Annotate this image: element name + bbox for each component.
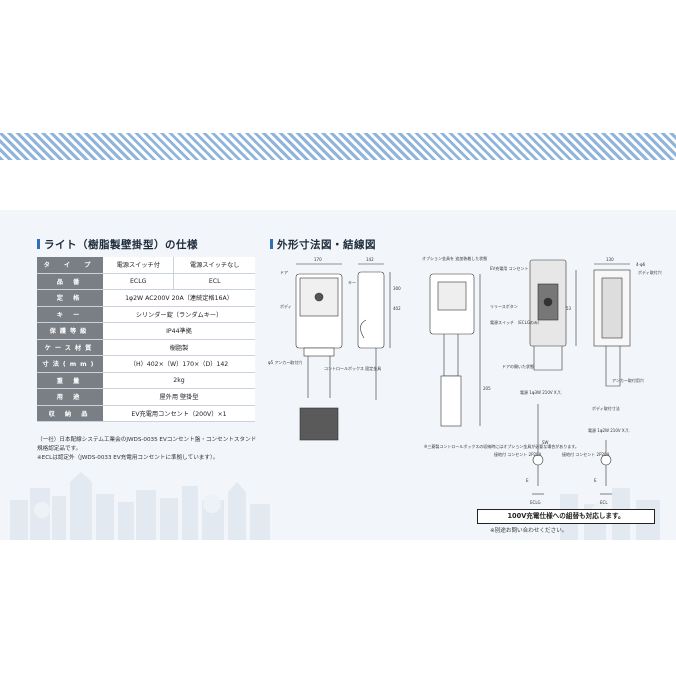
label-release-button: リリースボタン xyxy=(490,303,518,309)
front-cable xyxy=(307,356,331,398)
bottom-view-box xyxy=(299,407,339,441)
row-value: 1φ2W AC200V 20A（連続定格16A） xyxy=(103,289,255,307)
heading-accent-bar xyxy=(270,239,273,249)
row-value: 樹脂製 xyxy=(103,339,255,356)
row-cell: 電源スイッチなし xyxy=(173,257,255,274)
label-130: 130 xyxy=(606,257,614,262)
label-control-box: コントロールボックス 固定金具 xyxy=(324,365,381,371)
row-value: シリンダー錠（ランダムキー） xyxy=(103,306,255,323)
spec-notes: （一社）日本配線システム工業会のJWDS-0035 EVコンセント盤・コンセント… xyxy=(37,436,257,463)
note-line: ※ECLは認定外（JWDS-0033 EV充電用コンセントに準拠しています）。 xyxy=(37,455,219,461)
label-sanko-note: ※三菱製コントロールボックスの収納時にはオプション金具が必要な場合があります。 xyxy=(424,443,579,449)
key-cylinder xyxy=(314,292,324,302)
label-door: ドア xyxy=(280,270,288,275)
row-label: 用 途 xyxy=(37,388,103,406)
row-label: タ イ プ xyxy=(37,257,103,274)
row-label: 保護等級 xyxy=(37,322,103,340)
label-300: 300 xyxy=(393,286,401,291)
label-eclg: ECLG xyxy=(530,500,541,505)
label-body-mount: ボディ取付寸法 xyxy=(592,405,620,411)
table-row: タ イ プ 電源スイッチ付 電源スイッチなし xyxy=(37,257,255,274)
label-205: 205 xyxy=(483,386,491,391)
label-src-left: 電源 1φ3W 210V X,Y, xyxy=(520,389,562,395)
label-sw: SW xyxy=(542,440,549,445)
label-4phi6: 4-φ6 xyxy=(636,262,646,267)
row-cell: ECL xyxy=(173,273,255,290)
label-src-right: 電源 1φ2W 210V X,Y, xyxy=(588,427,630,433)
label-key: キー xyxy=(348,280,356,285)
row-label: 品 番 xyxy=(37,273,103,290)
side-view-plug xyxy=(360,319,367,339)
label-142: 142 xyxy=(366,257,374,262)
row-value: 2kg xyxy=(103,372,255,389)
table-row: キ ーシリンダー錠（ランダムキー） xyxy=(37,306,255,323)
outlet-symbol-right xyxy=(600,454,612,466)
row-label: ケース材質 xyxy=(37,339,103,356)
label-170: 170 xyxy=(314,257,322,262)
spec-heading: ライト（樹脂製壁掛型）の仕様 xyxy=(37,237,198,252)
decorative-stripe-band xyxy=(0,133,676,160)
note-line: （一社）日本配線システム工業会のJWDS-0035 EVコンセント盤・コンセント… xyxy=(37,437,257,452)
table-row: 品 番 ECLG ECL xyxy=(37,273,255,290)
row-value: 屋外用 壁掛型 xyxy=(103,388,255,406)
label-door-open: ドアの開いた状態 xyxy=(502,363,534,369)
diagram-heading: 外形寸法図・結線図 xyxy=(270,237,376,252)
label-ground-left: E xyxy=(526,478,529,483)
row-label: 寸法(mm) xyxy=(37,355,103,373)
row-label: キ ー xyxy=(37,306,103,323)
spec-heading-text: ライト（樹脂製壁掛型）の仕様 xyxy=(44,239,198,251)
dimension-diagram: ドア キー ボディ 170 142 402 300 130 205 53 4-φ… xyxy=(268,255,662,505)
label-body-mount-hole: ボディ取付穴 xyxy=(638,269,662,275)
label-anchor-mount: アンカー取付用穴 xyxy=(612,377,644,383)
row-label: 定 格 xyxy=(37,289,103,307)
label-53: 53 xyxy=(566,306,572,311)
label-power-switch: 電源スイッチ （ECLGのみ） xyxy=(490,319,542,325)
row-label: 重 量 xyxy=(37,372,103,389)
side-view-body xyxy=(357,271,385,349)
label-body: ボディ xyxy=(280,303,292,309)
row-cell: ECLG xyxy=(103,273,174,290)
label-ground-right: E xyxy=(594,478,597,483)
label-anchor-hole: φ5 アンカー取付穴 xyxy=(268,359,302,365)
label-outlet-left: 接地付 コンセント 2P20A xyxy=(494,451,542,457)
label-outlet-right: 接地付 コンセント 2P20A xyxy=(562,451,610,457)
table-row: 寸法(mm)（H）402×（W）170×（D）142 xyxy=(37,355,255,373)
label-ecl: ECL xyxy=(600,500,608,505)
heading-accent-bar xyxy=(37,239,40,249)
outlet-symbol-left xyxy=(532,454,544,466)
conversion-callout: 100V充電仕様への組替も対応します。 xyxy=(477,509,655,524)
row-label: 収 納 品 xyxy=(37,405,103,422)
row-value: EV充電用コンセント（200V）×1 xyxy=(103,405,255,422)
contact-note: ※別途お問い合わせください。 xyxy=(490,528,568,534)
row-value: IP44準拠 xyxy=(103,322,255,340)
row-cell: 電源スイッチ付 xyxy=(103,257,174,274)
row-value: （H）402×（W）170×（D）142 xyxy=(103,355,255,373)
table-row: 用 途屋外用 壁掛型 xyxy=(37,388,255,406)
table-row: ケース材質樹脂製 xyxy=(37,339,255,356)
label-402: 402 xyxy=(393,306,401,311)
diagram-heading-text: 外形寸法図・結線図 xyxy=(277,239,376,251)
label-ev-outlet: EV充電用 コンセント xyxy=(490,265,529,271)
label-option-bracket: オプション金具を 追加装着した状態 xyxy=(422,255,487,261)
